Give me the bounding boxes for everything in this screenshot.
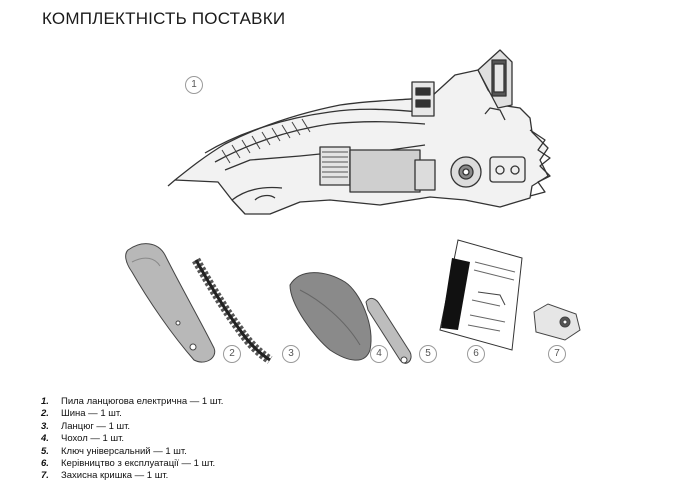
item-number: 7. <box>41 470 49 482</box>
chain-illustration <box>192 257 273 364</box>
item-number: 3. <box>41 420 49 432</box>
item-number: 1. <box>41 396 49 407</box>
list-item: 3. Ланцюг — 1 шт. <box>41 421 223 433</box>
wrench-illustration <box>365 297 412 364</box>
callout-1: 1 <box>185 76 203 94</box>
item-number: 2. <box>41 408 49 420</box>
chainsaw-illustration <box>167 49 551 215</box>
item-text: Керівництво з експлуатації — 1 шт. <box>61 458 216 470</box>
equipment-illustration <box>125 49 581 364</box>
callout-2: 2 <box>223 345 241 363</box>
item-number: 4. <box>41 433 49 445</box>
callout-4: 4 <box>370 345 388 363</box>
item-text: Пила ланцюгова електрична — 1 шт. <box>61 396 224 407</box>
callout-7: 7 <box>548 345 566 363</box>
item-text: Ланцюг — 1 шт. <box>61 420 131 432</box>
list-item: 7. Захисна кришка — 1 шт. <box>41 470 223 482</box>
item-text: Чохол — 1 шт. <box>61 433 125 445</box>
item-number: 5. <box>41 445 49 457</box>
scabbard-illustration <box>289 272 372 361</box>
item-text: Ключ універсальний — 1 шт. <box>61 445 187 457</box>
callout-6: 6 <box>467 345 485 363</box>
item-text: Захисна кришка — 1 шт. <box>61 470 169 482</box>
item-text: Шина — 1 шт. <box>61 408 122 420</box>
item-number: 6. <box>41 458 49 470</box>
callout-3: 3 <box>282 345 300 363</box>
page-title: КОМПЛЕКТНІСТЬ ПОСТАВКИ <box>42 9 286 28</box>
list-item: 6. Керівництво з експлуатації — 1 шт. <box>41 458 223 470</box>
contents-list: 1. Пила ланцюгова електрична — 1 шт. 2. … <box>41 396 223 483</box>
list-item: 5. Ключ універсальний — 1 шт. <box>41 446 223 458</box>
manual-illustration <box>439 239 523 351</box>
protective-cap-illustration <box>533 303 581 341</box>
callout-5: 5 <box>419 345 437 363</box>
list-item: 4. Чохол — 1 шт. <box>41 433 223 445</box>
list-item: 2. Шина — 1 шт. <box>41 408 223 420</box>
list-item: 1. Пила ланцюгова електрична — 1 шт. <box>41 396 223 408</box>
bar-illustration <box>125 243 216 363</box>
